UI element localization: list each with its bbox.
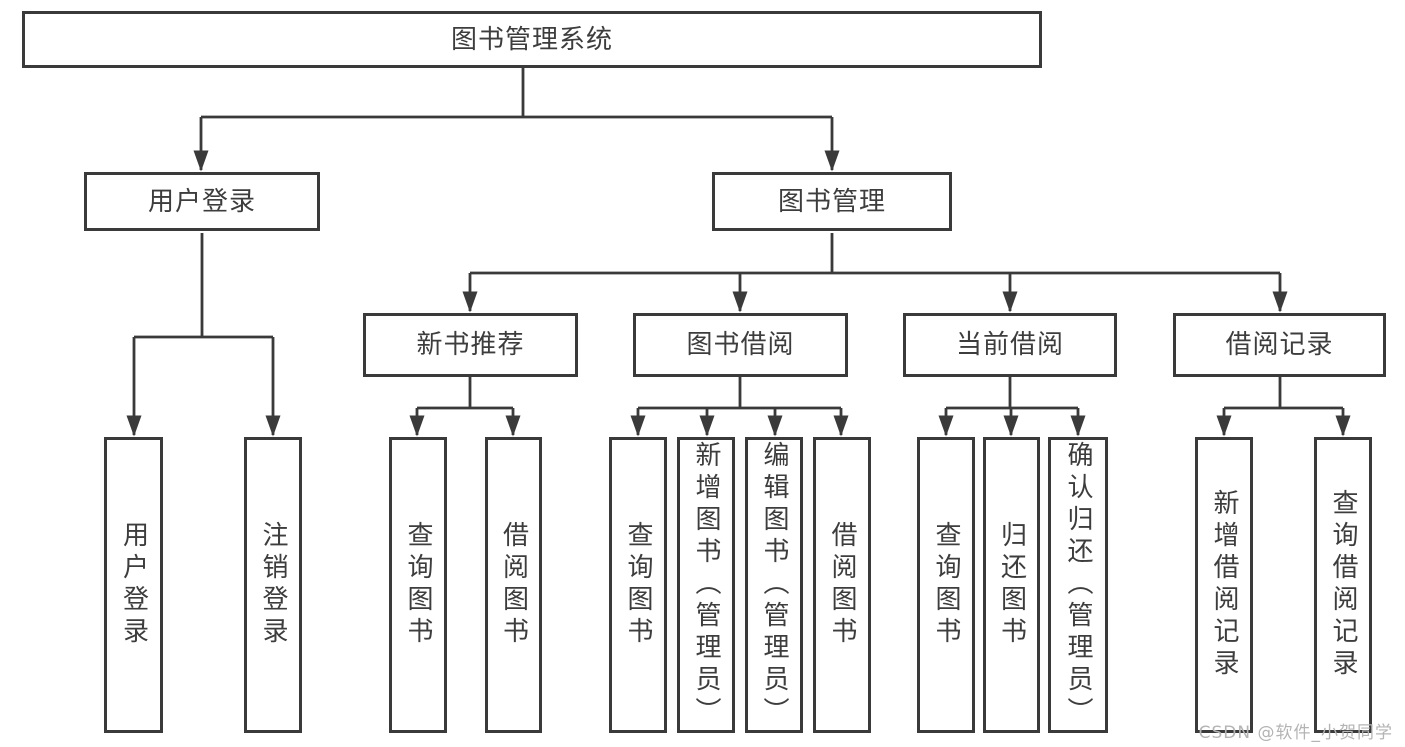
- leaf-cb-query-books: 查询图书: [917, 437, 975, 733]
- watermark: CSDN @软件_小贺同学: [1198, 723, 1393, 743]
- leaf-logout: 注销登录: [244, 437, 302, 733]
- node-new-book-recommend: 新书推荐: [363, 313, 578, 377]
- node-book-management: 图书管理: [712, 172, 952, 231]
- leaf-br-add-record: 新增借阅记录: [1195, 437, 1253, 733]
- leaf-user-login: 用户登录: [104, 437, 163, 733]
- leaf-cb-confirm-return-admin: 确认归还（管理员）: [1048, 437, 1108, 733]
- leaf-nb-query-books: 查询图书: [389, 437, 447, 733]
- node-root: 图书管理系统: [22, 11, 1042, 68]
- leaf-bb-borrow-books: 借阅图书: [813, 437, 871, 733]
- leaf-nb-borrow-books: 借阅图书: [485, 437, 542, 733]
- node-borrow-records: 借阅记录: [1173, 313, 1386, 377]
- node-user-login: 用户登录: [84, 172, 320, 231]
- leaf-bb-add-books-admin: 新增图书（管理员）: [677, 437, 735, 733]
- leaf-bb-query-books: 查询图书: [609, 437, 667, 733]
- node-book-borrow: 图书借阅: [633, 313, 848, 377]
- node-current-borrow: 当前借阅: [903, 313, 1117, 377]
- leaf-br-query-record: 查询借阅记录: [1314, 437, 1372, 733]
- leaf-bb-edit-books-admin: 编辑图书（管理员）: [745, 437, 803, 733]
- leaf-cb-return-books: 归还图书: [983, 437, 1040, 733]
